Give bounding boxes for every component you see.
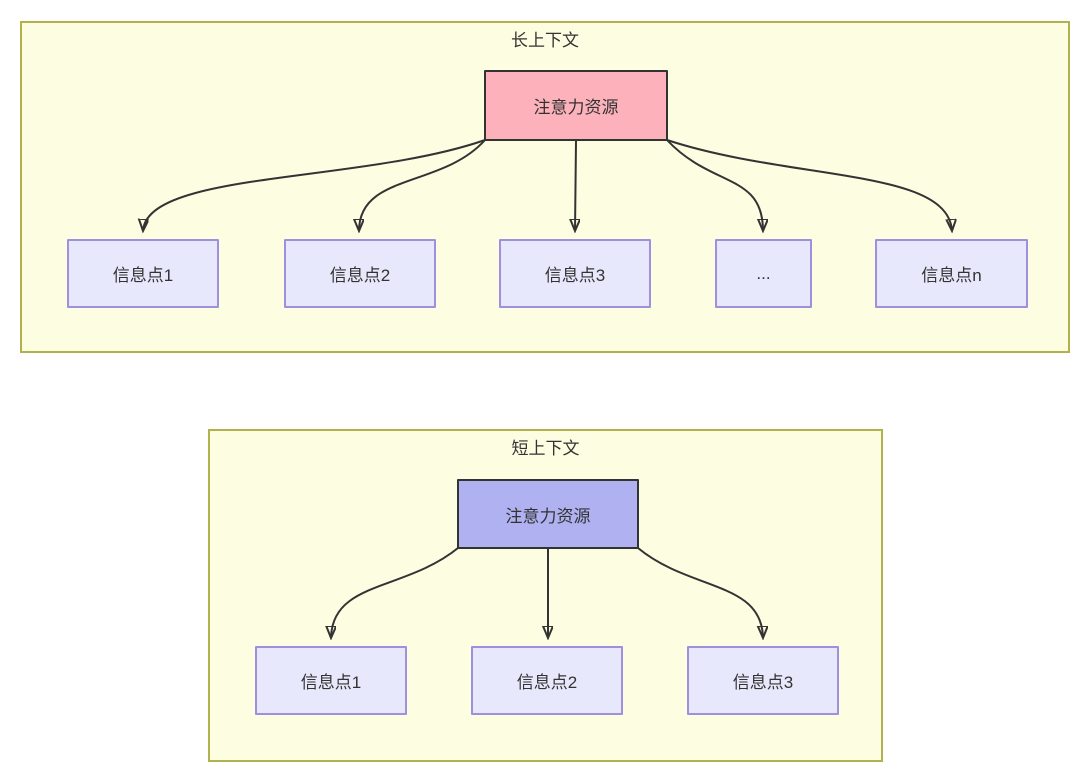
info-point-1-node-long: 信息点1 (67, 239, 219, 308)
edge-attention-to-info1 (143, 139, 486, 231)
edge-attention-to-ellipsis (666, 139, 763, 231)
info-point-2-node-short: 信息点2 (471, 646, 623, 715)
info-point-3-node-long: 信息点3 (499, 239, 651, 308)
attention-resource-node-short: 注意力资源 (457, 479, 639, 549)
long-context-panel: 长上下文 注意力资源 信息点1 信息点2 信息点3 ... 信息点n (20, 21, 1070, 353)
ellipsis-node-long: ... (715, 239, 812, 308)
edge-attention-to-info2 (359, 139, 486, 231)
info-point-3-node-short: 信息点3 (687, 646, 839, 715)
edge-attention-to-info3 (575, 140, 576, 231)
edge-attention-to-info3-short (637, 547, 763, 638)
short-context-panel: 短上下文 注意力资源 信息点1 信息点2 信息点3 (208, 429, 883, 762)
info-point-n-node-long: 信息点n (875, 239, 1028, 308)
attention-resource-node-long: 注意力资源 (484, 70, 668, 141)
long-context-title: 长上下文 (511, 31, 579, 50)
edge-attention-to-infon (666, 139, 952, 231)
edge-attention-to-info1-short (331, 547, 459, 638)
short-context-title: 短上下文 (511, 439, 580, 458)
info-point-2-node-long: 信息点2 (284, 239, 436, 308)
info-point-1-node-short: 信息点1 (255, 646, 407, 715)
